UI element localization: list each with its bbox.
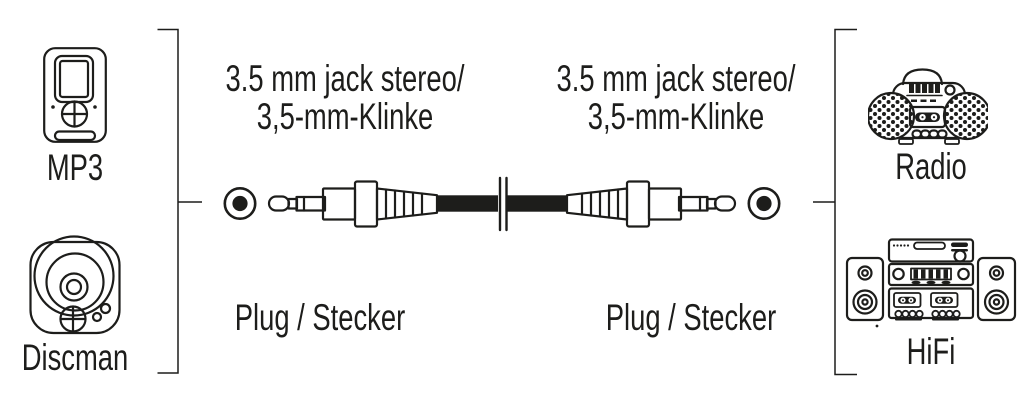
right-jack-type-line1: 3.5 mm jack stereo/ bbox=[556, 58, 796, 99]
discman-label: Discman bbox=[21, 337, 129, 378]
left-jack-type-label: 3.5 mm jack stereo/ 3,5-mm-Klinke bbox=[197, 60, 493, 136]
right-bracket bbox=[813, 28, 857, 376]
right-jack-type-line2: 3,5-mm-Klinke bbox=[587, 96, 765, 137]
radio-label: Radio bbox=[895, 146, 967, 187]
left-plug-label: Plug / Stecker bbox=[234, 297, 406, 338]
mp3-label: MP3 bbox=[46, 147, 104, 188]
mp3-player-icon bbox=[43, 47, 107, 143]
right-jack-type-label: 3.5 mm jack stereo/ 3,5-mm-Klinke bbox=[528, 60, 824, 136]
left-jack-type-line2: 3,5-mm-Klinke bbox=[256, 96, 434, 137]
left-bracket bbox=[157, 28, 202, 374]
cable-break-mark bbox=[498, 176, 508, 232]
boombox-radio-icon bbox=[868, 68, 988, 145]
right-plug-label: Plug / Stecker bbox=[605, 297, 777, 338]
cable-illustration bbox=[223, 176, 781, 232]
discman-icon bbox=[29, 235, 121, 335]
hifi-system-icon bbox=[845, 238, 1017, 328]
hifi-label: HiFi bbox=[906, 331, 956, 372]
left-jack-type-line1: 3.5 mm jack stereo/ bbox=[225, 58, 465, 99]
